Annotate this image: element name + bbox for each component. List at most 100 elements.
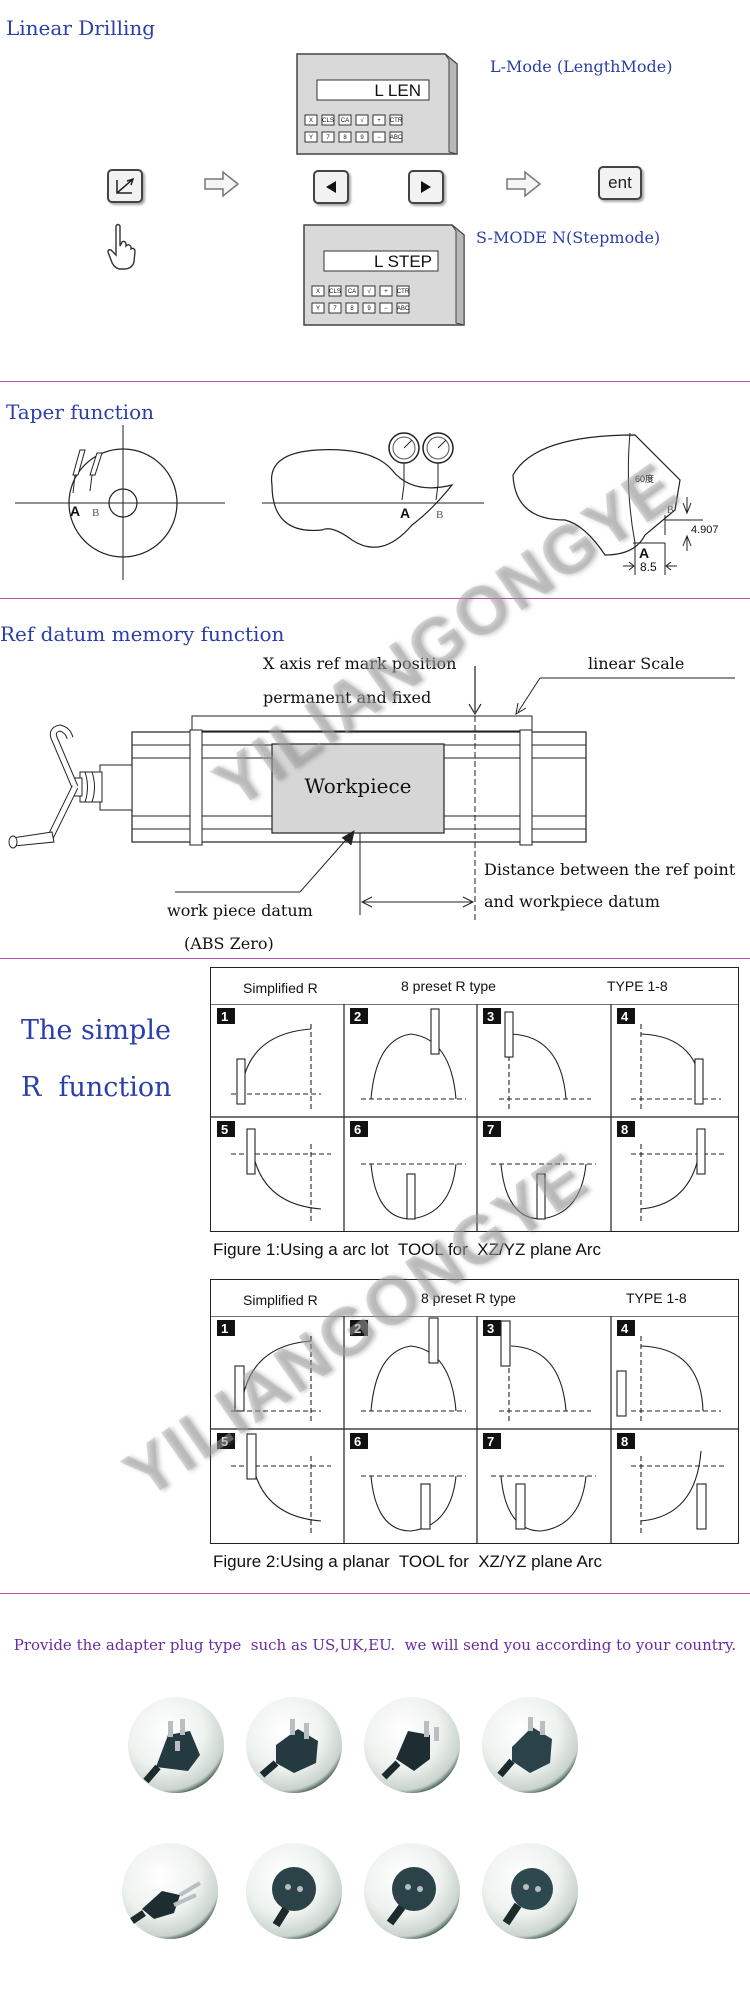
table-header-preset: 8 preset R type [421,1290,516,1306]
dro-unit-l-step: L STEP X CLS CA √ + CTR Y 7 8 9 − ABC [303,224,465,326]
left-arrow-key[interactable] [313,170,349,204]
eu-plug-image [246,1843,342,1939]
taper-function-heading: Taper function [6,400,154,424]
r-type-grid-2: 1 2 3 4 5 6 7 8 [211,1316,738,1543]
svg-text:A: A [70,503,80,519]
svg-text:X: X [309,118,313,124]
svg-text:2: 2 [354,1009,361,1024]
keypad-top: X CLS CA √ + CTR Y 7 8 9 − ABC [304,114,403,143]
svg-text:Y: Y [316,306,320,312]
us-plug-image [482,1697,578,1793]
svg-text:5: 5 [221,1434,228,1449]
us-plug-image [128,1697,224,1793]
svg-text:Y: Y [309,135,313,141]
keypad-bottom: X CLS CA √ + CTR Y 7 8 9 − ABC [311,285,410,314]
table-header-type: TYPE 1-8 [607,978,668,994]
linear-scale-label: linear Scale [588,654,685,673]
svg-text:3: 3 [487,1009,494,1024]
machine-table-diagram [8,666,735,920]
eu-plug-image [482,1843,578,1939]
workpiece-label: Workpiece [304,774,412,798]
linear-drilling-heading: Linear Drilling [6,16,156,40]
svg-text:A: A [639,545,649,561]
svg-text:X: X [316,289,320,295]
r-type-grid-1: 1 2 3 4 5 6 7 8 [211,1004,738,1231]
ref-datum-heading: Ref datum memory function [0,622,285,646]
svg-text:1: 1 [221,1321,228,1336]
dro-unit-l-len: L LEN X CLS CA √ + CTR Y 7 8 9 − ABC [296,53,458,155]
simple-r-heading-line2: R function [21,1072,172,1103]
svg-text:7: 7 [487,1122,494,1137]
svg-text:CTR: CTR [390,118,403,124]
s-mode-label: S-MODE N(Stepmode) [476,228,661,247]
us-plug-image [246,1697,342,1793]
distance-label-line1: Distance between the ref point [484,860,736,879]
adapter-plug-text: Provide the adapter plug type such as US… [13,1636,737,1654]
ent-key[interactable]: ent [598,166,642,200]
figure2-caption: Figure 2:Using a planar TOOL for XZ/YZ p… [213,1552,602,1571]
svg-text:−: − [384,306,388,312]
svg-text:CLS: CLS [329,289,341,295]
svg-text:2: 2 [354,1321,361,1336]
triangle-left-icon [326,181,336,193]
hand-pointer-icon [107,223,136,270]
svg-text:4.907: 4.907 [691,524,719,536]
svg-text:CLS: CLS [322,118,334,124]
svg-text:+: + [377,118,381,124]
datum-label-line2: (ABS Zero) [184,934,274,953]
triangle-right-icon [421,181,431,193]
l-mode-label: L-Mode (LengthMode) [490,57,673,76]
svg-text:4: 4 [621,1321,629,1336]
svg-text:8.5: 8.5 [640,560,657,574]
arrow-right-icon [506,170,542,198]
svg-text:−: − [377,135,381,141]
svg-text:8: 8 [621,1122,628,1137]
r-type-table-2: Simplified R 8 preset R type TYPE 1-8 1 … [210,1279,739,1544]
section-divider [0,1593,750,1594]
svg-text:ABC: ABC [390,135,403,141]
svg-text:6: 6 [354,1434,361,1449]
distance-label-line2: and workpiece datum [484,892,660,911]
x-axis-label-line1: X axis ref mark position [263,654,457,673]
svg-text:6: 6 [354,1122,361,1137]
table-header-simplified-r: Simplified R [243,980,318,996]
taper-profile-diagram: A B [262,432,484,548]
eu-plug-image [122,1843,218,1939]
svg-text:7: 7 [333,306,337,312]
figure1-caption: Figure 1:Using a arc lot TOOL for XZ/YZ … [213,1240,602,1259]
table-header-simplified-r: Simplified R [243,1292,318,1308]
us-plug-image [364,1697,460,1793]
ent-key-label: ent [608,173,632,192]
r-type-table-1: Simplified R 8 preset R type TYPE 1-8 1 … [210,967,739,1232]
svg-text:5: 5 [221,1122,228,1137]
svg-text:ABC: ABC [397,306,410,312]
svg-text:8: 8 [621,1434,628,1449]
svg-text:1: 1 [221,1009,228,1024]
svg-text:7: 7 [487,1434,494,1449]
section-divider [0,958,750,959]
datum-label-line1: work piece datum [167,901,313,920]
arrow-right-icon [204,170,240,198]
svg-text:4: 4 [621,1009,629,1024]
svg-text:CA: CA [348,289,356,295]
simple-r-heading-line1: The simple [21,1015,171,1046]
svg-text:8: 8 [350,306,354,312]
right-arrow-key[interactable] [408,170,444,204]
svg-text:9: 9 [360,135,364,141]
taper-disc-diagram: A B [15,425,225,580]
svg-text:√: √ [367,288,371,295]
svg-text:60度: 60度 [635,473,654,484]
diagonal-line-icon [116,177,135,194]
svg-text:7: 7 [326,135,330,141]
svg-text:CTR: CTR [397,289,410,295]
table-header-type: TYPE 1-8 [626,1290,687,1306]
eu-plug-image [364,1843,460,1939]
lcd-text-l-step: L STEP [374,252,432,271]
table-header-preset: 8 preset R type [401,978,496,994]
linear-function-key[interactable] [107,169,143,203]
svg-text:3: 3 [487,1321,494,1336]
svg-text:+: + [384,289,388,295]
svg-text:9: 9 [367,306,371,312]
svg-text:8: 8 [343,135,347,141]
svg-text:B: B [92,507,99,519]
